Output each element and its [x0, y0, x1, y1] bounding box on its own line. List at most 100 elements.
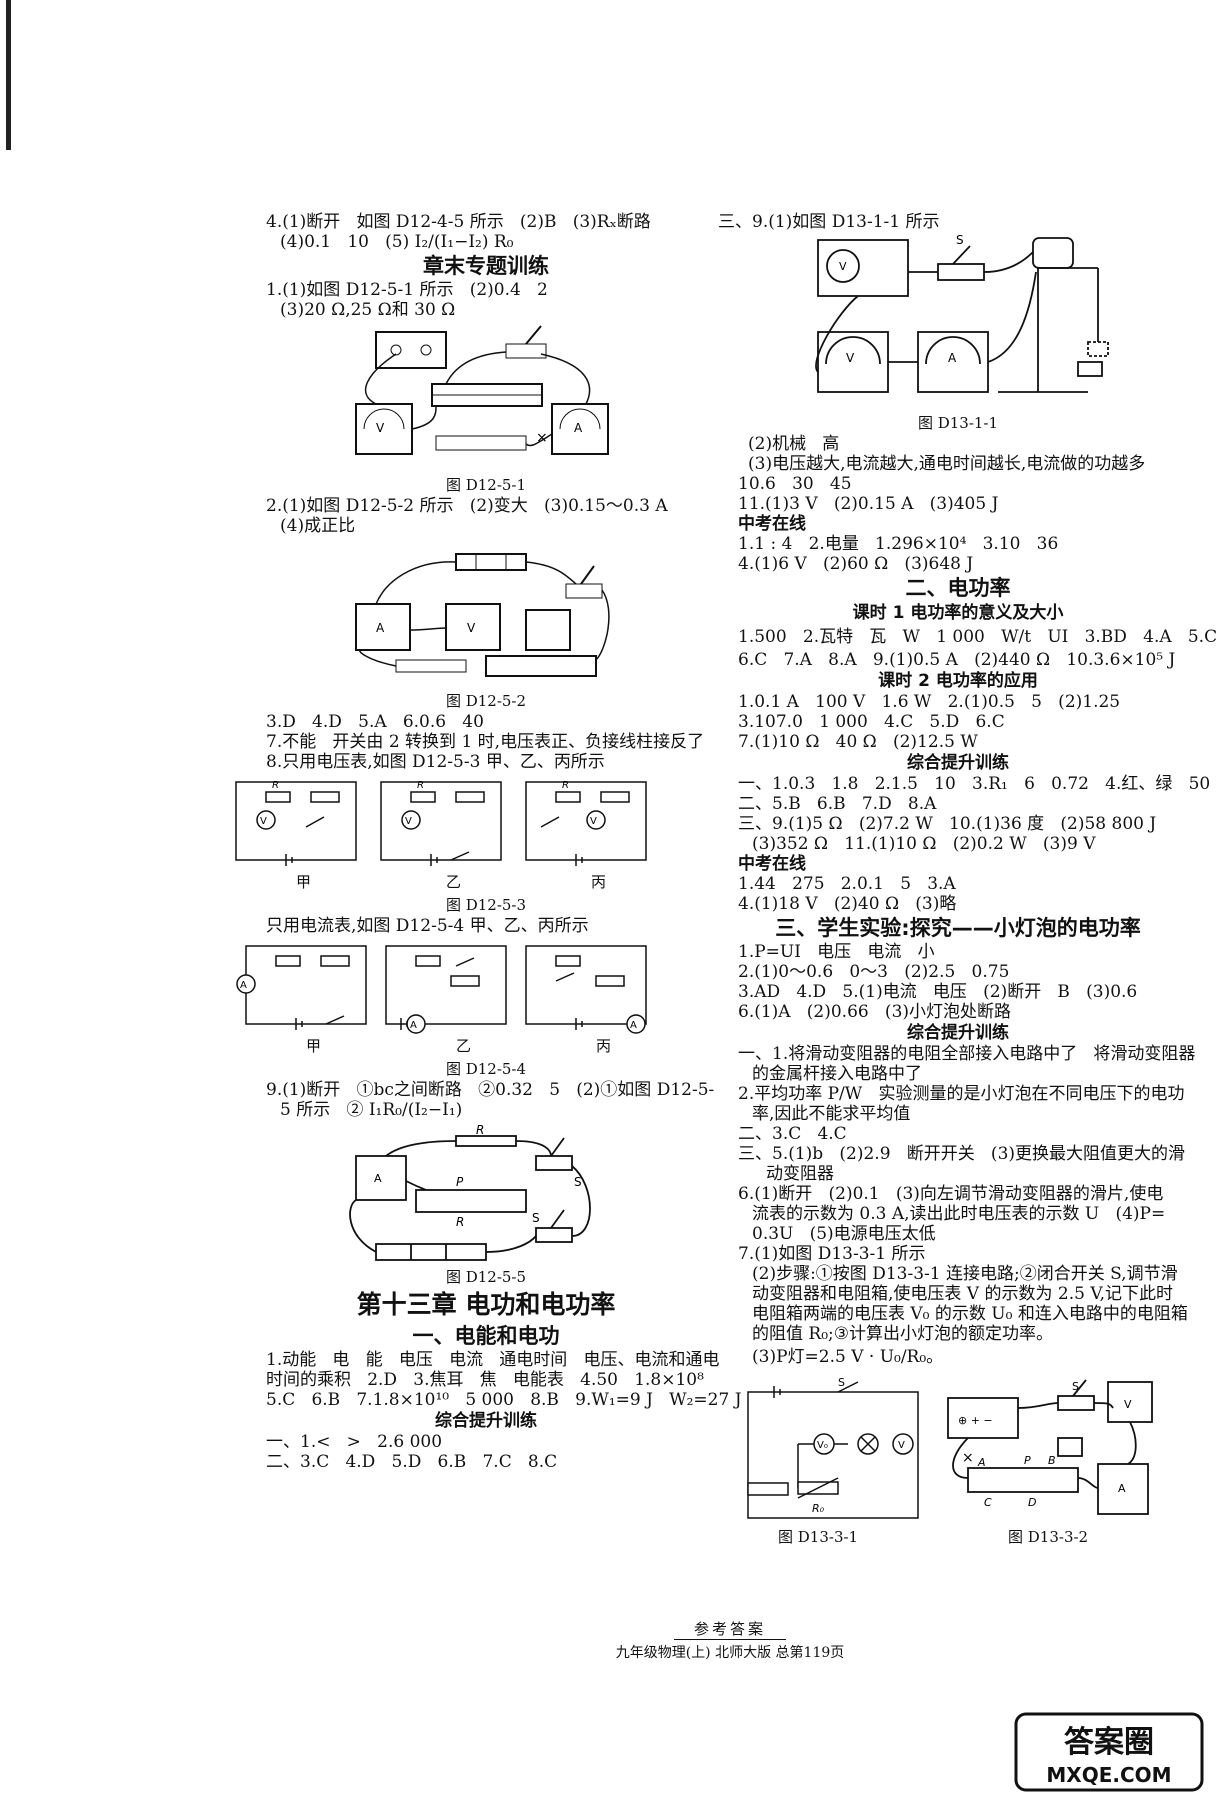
zk-title-1: 中考在线 — [738, 514, 806, 534]
s1-line3: 5.C 6.B 7.1.8×10¹⁰ 5 000 8.B 9.W₁=9 J W₂… — [266, 1390, 742, 1410]
svg-text:R: R — [417, 780, 424, 791]
s1-line4: 一、1.< > 2.6 000 — [266, 1432, 443, 1452]
svg-text:B: B — [1048, 1454, 1056, 1467]
r-line21: 3.AD 4.D 5.(1)电流 电压 (2)断开 B (3)0.6 — [738, 982, 1138, 1002]
section1-title: 一、电能和电功 — [412, 1324, 560, 1348]
r-line31: 流表的示数为 0.3 A,读出此时电压表的示数 U (4)P= — [752, 1204, 1166, 1224]
svg-text:R₀: R₀ — [812, 1502, 825, 1515]
r-line32: 0.3U (5)电源电压太低 — [752, 1224, 936, 1244]
label-jia-1: 甲 — [296, 873, 312, 891]
r-line18: 4.(1)18 V (2)40 Ω (3)略 — [738, 894, 957, 914]
r-line7: 4.(1)6 V (2)60 Ω (3)648 J — [738, 554, 974, 574]
r-line35: 动变阻器和电阻箱,使电压表 V 的示数为 2.5 V,记下此时 — [752, 1284, 1174, 1304]
caption-d12-5-4: 图 D12-5-4 — [445, 1060, 527, 1078]
svg-text:A: A — [376, 621, 385, 635]
labels-row-1: 甲 乙 丙 — [266, 872, 706, 894]
r-line20: 2.(1)0～0.6 0～3 (2)2.5 0.75 — [738, 962, 1010, 982]
caption-d13-1-1: 图 D13-1-1 — [917, 414, 999, 432]
r-line37: 的阻值 R₀;③计算出小灯泡的额定功率。 — [752, 1324, 1053, 1344]
r-line24: 的金属杆接入电路中了 — [752, 1064, 922, 1084]
s1-line5: 二、3.C 4.D 5.D 6.B 7.C 8.C — [266, 1452, 558, 1472]
svg-text:×: × — [536, 430, 548, 446]
svg-text:R: R — [476, 1123, 484, 1137]
r-line11: 3.107.0 1 000 4.C 5.D 6.C — [738, 712, 1005, 732]
svg-text:A: A — [240, 980, 247, 991]
q2-line2: (4)成正比 — [280, 516, 356, 536]
svg-text:S: S — [838, 1376, 845, 1389]
r-line22: 6.(1)A (2)0.66 (3)小灯泡处断路 — [738, 1002, 1012, 1022]
section-chapter-training: 章末专题训练 — [423, 254, 549, 278]
r-line23: 一、1.将滑动变阻器的电阻全部接入电路中了 将滑动变阻器 — [738, 1044, 1196, 1064]
section3-title: 三、学生实验:探究——小灯泡的电功率 — [775, 916, 1141, 940]
r-line13: 一、1.0.3 1.8 2.1.5 10 3.R₁ 6 0.72 4.红、绿 5… — [738, 774, 1211, 794]
section2-title: 二、电功率 — [905, 576, 1011, 600]
comp-title-2: 综合提升训练 — [907, 753, 1009, 773]
q8-line2: 只用电流表,如图 D12-5-4 甲、乙、丙所示 — [266, 916, 589, 936]
r-line1: 三、9.(1)如图 D13-1-1 所示 — [718, 212, 940, 232]
svg-text:A: A — [630, 1020, 637, 1031]
r-line4: 10.6 30 45 — [738, 474, 852, 494]
r-line2: (2)机械 高 — [748, 434, 840, 454]
r-line25: 2.平均功率 P/W 实验测量的是小灯泡在不同电压下的电功 — [738, 1084, 1185, 1104]
r-line27: 二、3.C 4.C — [738, 1124, 847, 1144]
r-line36: 电阻箱两端的电压表 V₀ 的示数 U₀ 和连入电路中的电阻箱 — [752, 1304, 1188, 1324]
r-line12: 7.(1)10 Ω 40 Ω (2)12.5 W — [738, 732, 978, 752]
chapter13-title: 第十三章 电功和电功率 — [356, 1290, 616, 1319]
scan-edge — [6, 0, 11, 150]
q2-line1: 2.(1)如图 D12-5-2 所示 (2)变大 (3)0.15～0.3 A — [266, 496, 668, 516]
comp-title-1: 综合提升训练 — [435, 1411, 537, 1431]
caption-d12-5-3: 图 D12-5-3 — [445, 896, 527, 914]
label-yi-2: 乙 — [456, 1037, 472, 1055]
q7-line: 7.不能 开关由 2 转换到 1 时,电压表正、负接线柱接反了 — [266, 732, 705, 752]
svg-text:S: S — [956, 233, 964, 247]
svg-text:A: A — [374, 1172, 382, 1185]
r-line10: 1.0.1 A 100 V 1.6 W 2.(1)0.5 5 (2)1.25 — [738, 692, 1121, 712]
labels-row-2: 甲 乙 丙 — [266, 1036, 706, 1058]
lesson2-title: 课时 2 电功率的应用 — [878, 671, 1038, 691]
svg-text:V: V — [590, 816, 597, 827]
r-line29: 动变阻器 — [766, 1164, 834, 1184]
caption-d13-3-1: 图 D13-3-1 — [778, 1528, 859, 1546]
r-line34: (2)步骤:①按图 D13-3-1 连接电路;②闭合开关 S,调节滑 — [752, 1264, 1178, 1284]
q4-line1: 4.(1)断开 如图 D12-4-5 所示 (2)B (3)Rₓ断路 — [266, 212, 651, 232]
svg-text:S: S — [574, 1175, 582, 1189]
svg-text:R: R — [456, 1215, 464, 1229]
svg-text:A: A — [410, 1020, 417, 1031]
figure-d12-5-2: A V — [355, 553, 610, 677]
svg-text:V₀: V₀ — [817, 1440, 828, 1451]
q9-line2: 5 所示 ② I₁R₀/(I₂−I₁) — [280, 1100, 463, 1120]
svg-text:V: V — [405, 816, 412, 827]
r-line17: 1.44 275 2.0.1 5 3.A — [738, 874, 956, 894]
footer-info: 九年级物理(上) 北师大版 总第119页 — [615, 1645, 845, 1661]
s1-line2: 时间的乘积 2.D 3.焦耳 焦 电能表 4.50 1.8×10⁸ — [266, 1370, 704, 1390]
r-line3: (3)电压越大,电流越大,通电时间越长,电流做的功越多 — [748, 454, 1146, 474]
svg-text:V: V — [376, 421, 385, 435]
r-line16: (3)352 Ω 11.(1)10 Ω (2)0.2 W (3)9 V — [752, 834, 1096, 854]
r-line6: 1.1 : 4 2.电量 1.296×10⁴ 3.10 36 — [738, 534, 1059, 554]
svg-text:V: V — [898, 1440, 905, 1451]
svg-text:P: P — [456, 1175, 464, 1189]
r-line28: 三、5.(1)b (2)2.9 断开开关 (3)更换最大阻值更大的滑 — [738, 1144, 1186, 1164]
svg-text:A: A — [574, 421, 583, 435]
watermark-top: 答案圈 — [1064, 1725, 1154, 1760]
right-column: 三、9.(1)如图 D13-1-1 所示 V V A S 图 D13-1-1 (2)… — [718, 212, 1217, 1548]
figure-d12-5-1: V A × — [355, 325, 609, 455]
page-footer: 参考答案 九年级物理(上) 北师大版 总第119页 — [560, 1618, 900, 1662]
footer-title: 参考答案 — [673, 1618, 786, 1640]
figure-d13-3-1: S V₀ V R₀ — [747, 1376, 919, 1519]
q9-line1: 9.(1)断开 ①bc之间断路 ②0.32 5 (2)①如图 D12-5- — [266, 1080, 715, 1100]
svg-text:V: V — [467, 621, 476, 635]
caption-d13-3-2: 图 D13-3-2 — [1008, 1528, 1089, 1546]
caption-d12-5-2: 图 D12-5-2 — [445, 692, 527, 710]
svg-text:A: A — [948, 351, 957, 365]
left-column: 4.(1)断开 如图 D12-4-5 所示 (2)B (3)Rₓ断路 (4)0.… — [235, 212, 742, 1472]
figure-d12-5-4: A A A — [236, 945, 647, 1034]
svg-text:R: R — [562, 780, 569, 791]
svg-text:×: × — [962, 1450, 974, 1466]
svg-text:V: V — [846, 351, 855, 365]
q1-line1: 1.(1)如图 D12-5-1 所示 (2)0.4 2 — [266, 280, 548, 300]
